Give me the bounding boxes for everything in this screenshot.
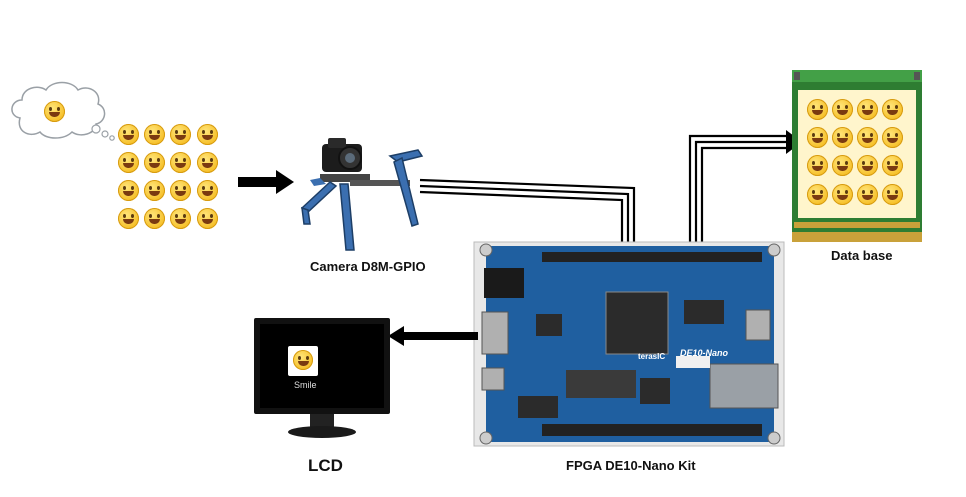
- fpga-board-icon: [473, 241, 785, 447]
- camera-rig-icon: [300, 138, 424, 251]
- database-label: Data base: [831, 248, 893, 263]
- emoji-icon: [197, 180, 218, 201]
- emoji-icon: [832, 155, 853, 176]
- emoji-icon: [118, 124, 139, 145]
- emoji-icon: [857, 99, 878, 120]
- monitor-icon: [254, 318, 390, 438]
- emoji-icon: [807, 127, 828, 148]
- fpga-to-lcd-arrow: [388, 326, 478, 346]
- lcd-smile-emoji-icon: [293, 350, 313, 370]
- emoji-icon: [144, 208, 165, 229]
- emoji-icon: [857, 155, 878, 176]
- emoji-icon: [807, 155, 828, 176]
- emoji-icon: [882, 127, 903, 148]
- bubble-smile-emoji-icon: [44, 101, 65, 122]
- emoji-icon: [832, 127, 853, 148]
- emoji-icon: [857, 127, 878, 148]
- emoji-icon: [144, 152, 165, 173]
- emoji-to-camera-arrow: [238, 170, 294, 194]
- emoji-icon: [882, 155, 903, 176]
- emoji-icon: [144, 124, 165, 145]
- emoji-icon: [118, 180, 139, 201]
- emoji-icon: [882, 99, 903, 120]
- lcd-label: LCD: [308, 456, 343, 475]
- board-model-text: DE10-Nano: [680, 348, 729, 358]
- emoji-icon: [118, 208, 139, 229]
- emoji-icon: [807, 184, 828, 205]
- lcd-smile-text: Smile: [294, 380, 317, 390]
- camera-label: Camera D8M-GPIO: [310, 259, 426, 274]
- emoji-icon: [882, 184, 903, 205]
- emoji-icon: [807, 99, 828, 120]
- fpga-label: FPGA DE10-Nano Kit: [566, 458, 696, 473]
- emoji-icon: [170, 124, 191, 145]
- board-terasic-text: terasIC: [638, 352, 666, 361]
- emoji-icon: [832, 184, 853, 205]
- emoji-icon: [832, 99, 853, 120]
- emoji-icon: [197, 152, 218, 173]
- emoji-icon: [118, 152, 139, 173]
- hdmi-label: HDMI: [425, 328, 441, 334]
- emoji-icon: [857, 184, 878, 205]
- emoji-icon: [170, 152, 191, 173]
- emoji-icon: [144, 180, 165, 201]
- emoji-icon: [197, 208, 218, 229]
- emoji-icon: [197, 124, 218, 145]
- emoji-icon: [170, 208, 191, 229]
- emoji-icon: [170, 180, 191, 201]
